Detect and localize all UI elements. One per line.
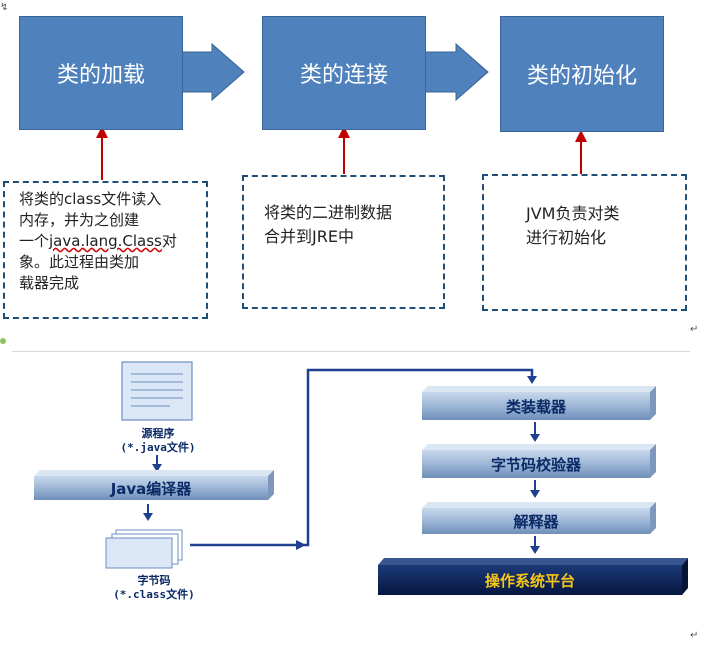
loader-label: 类装载器 <box>505 397 566 416</box>
flow-diagram <box>34 361 688 595</box>
source-label: 源程序 <box>141 427 175 440</box>
stage-loading-label: 类的加载 <box>56 63 145 88</box>
desc-loading-line5: 载器完成 <box>19 274 80 292</box>
interpreter-slab <box>422 502 656 534</box>
verifier-label-box: 字节码校验器 <box>422 450 650 478</box>
compiler-slab <box>34 470 274 500</box>
source-caption: 源程序 (*.java文件) <box>100 427 216 455</box>
stage-connectors <box>96 42 587 180</box>
desc-loading-class-name: java.lang.Class <box>49 232 162 250</box>
compiler-label-box: Java编译器 <box>34 476 268 500</box>
corner-mark-top: ↯ <box>0 2 9 13</box>
verifier-slab <box>422 444 656 478</box>
desc-initialization: JVM负责对类 进行初始化 <box>482 174 687 311</box>
compiler-label: Java编译器 <box>110 479 192 498</box>
loader-label-box: 类装载器 <box>422 392 650 420</box>
desc-linking-line1: 将类的二进制数据 <box>264 203 393 222</box>
return-mark-1: ↵ <box>690 324 699 335</box>
section-divider <box>12 351 690 352</box>
pointer-head-3 <box>575 130 587 142</box>
stage-initialization: 类的初始化 <box>500 16 664 132</box>
stage-arrow-1 <box>179 42 245 102</box>
stage-arrow-2 <box>423 42 489 102</box>
platform-label-box: 操作系统平台 <box>378 565 682 595</box>
desc-initialization-line1: JVM负责对类 <box>526 204 620 223</box>
bytecode-sub: (*.class文件) <box>113 588 195 601</box>
pointer-head-2 <box>338 126 350 138</box>
verifier-label: 字节码校验器 <box>490 455 581 474</box>
stage-linking-label: 类的连接 <box>299 63 388 88</box>
loader-slab <box>422 386 656 420</box>
desc-loading-line2: 内存，并为之创建 <box>19 211 140 229</box>
source-doc-icon <box>121 361 193 421</box>
desc-linking: 将类的二进制数据 合并到JRE中 <box>242 175 445 309</box>
desc-loading: 将类的class文件读入 内存，并为之创建 一个java.lang.Class对… <box>3 181 208 319</box>
desc-loading-line3: 一个java.lang.Class对 <box>19 231 198 252</box>
desc-linking-line2: 合并到JRE中 <box>264 227 354 246</box>
bytecode-doc-icon <box>105 529 183 569</box>
stage-linking: 类的连接 <box>262 16 426 130</box>
desc-initialization-line2: 进行初始化 <box>526 228 607 247</box>
desc-loading-line3-post: 对 <box>161 232 177 250</box>
stage-loading: 类的加载 <box>19 16 183 130</box>
platform-label: 操作系统平台 <box>484 571 575 590</box>
pointer-head-1 <box>96 126 108 138</box>
desc-loading-line4: 象。此过程由类加 <box>19 253 140 271</box>
stage-initialization-label: 类的初始化 <box>526 64 637 89</box>
corner-dot <box>0 338 6 344</box>
desc-loading-line3-pre: 一个 <box>19 232 50 250</box>
bytecode-caption: 字节码 (*.class文件) <box>84 574 224 602</box>
flow-connector <box>190 368 534 547</box>
bytecode-label: 字节码 <box>137 574 171 587</box>
source-sub: (*.java文件) <box>120 441 196 454</box>
desc-loading-line1: 将类的class文件读入 <box>19 190 162 208</box>
interpreter-label-box: 解释器 <box>422 508 650 534</box>
return-mark-2: ↵ <box>690 630 699 641</box>
interpreter-label: 解释器 <box>513 512 559 531</box>
platform-slab <box>378 558 688 595</box>
